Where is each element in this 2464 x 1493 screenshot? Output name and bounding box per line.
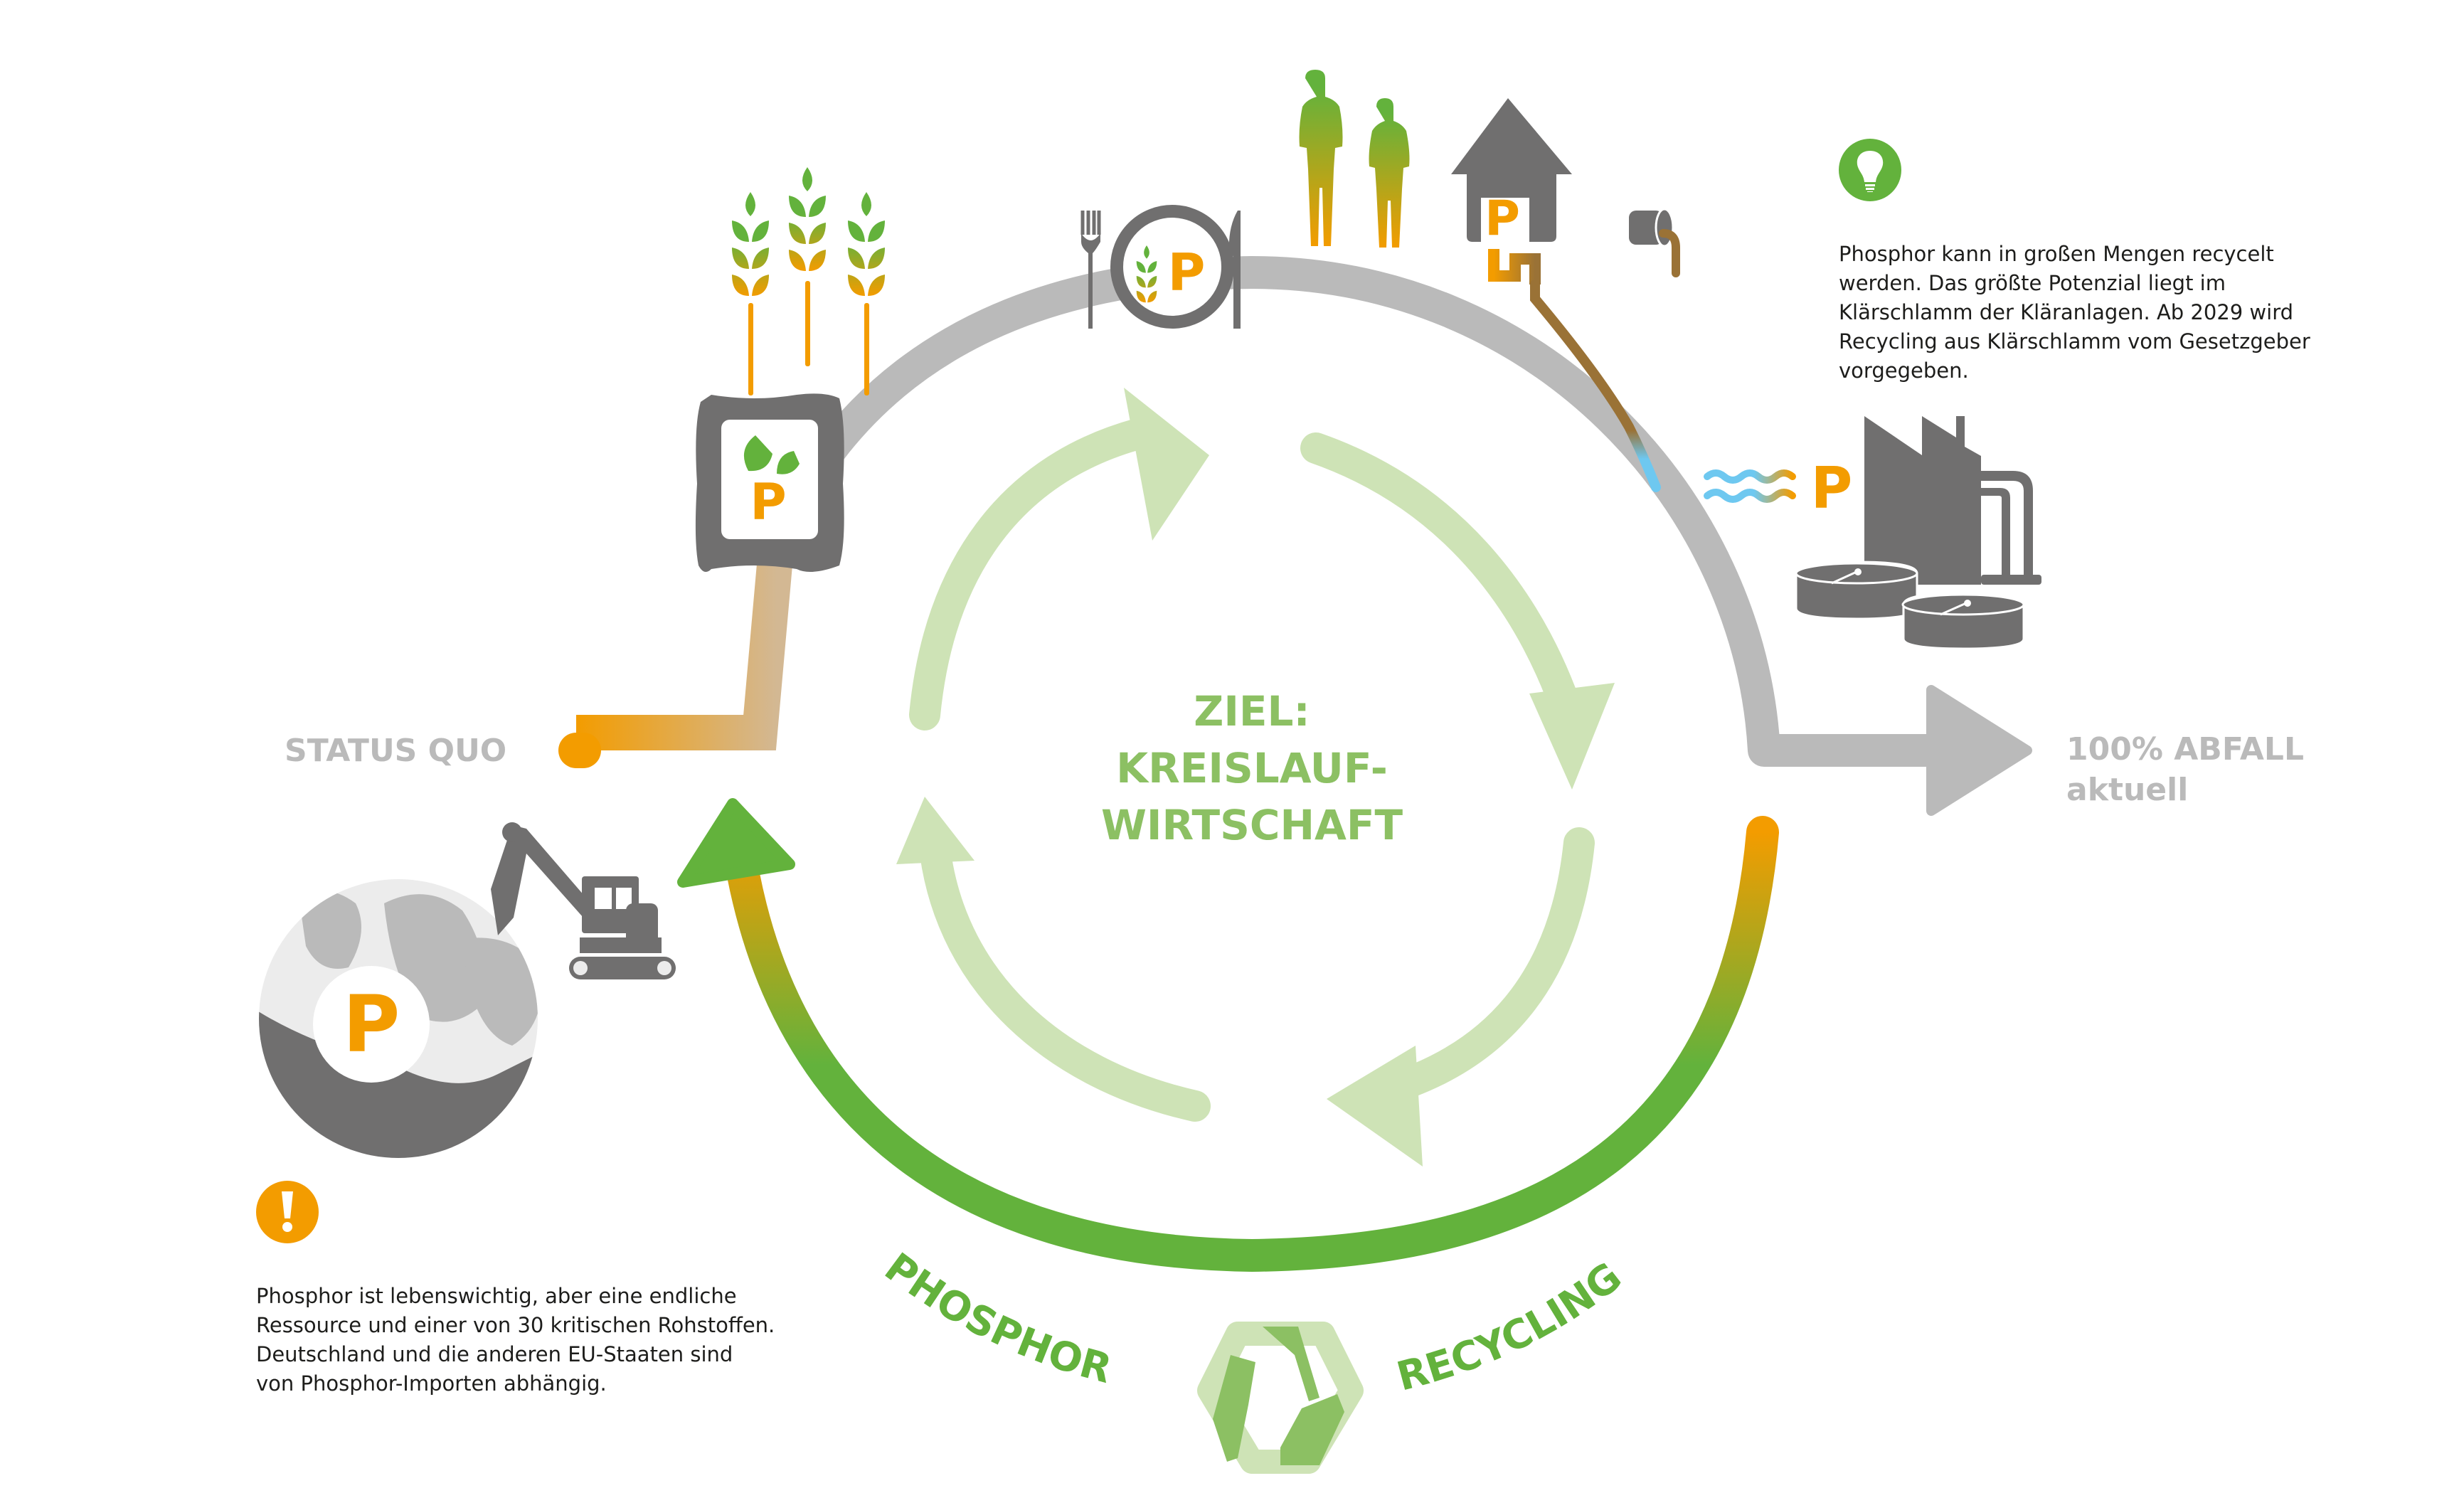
recycle-icon: [1197, 1322, 1364, 1474]
people-icon: [1299, 70, 1410, 248]
title-line-1: ZIEL:: [1194, 687, 1310, 735]
info-resource-text: Phosphor ist lebenswichtig, aber eine en…: [256, 1284, 775, 1396]
p-symbol: P: [1485, 191, 1520, 247]
inner-arrowhead: [896, 797, 975, 864]
p-symbol: P: [343, 979, 400, 1070]
p-symbol: P: [1168, 243, 1206, 302]
linear-flow-arc: [762, 256, 2032, 816]
title-line-3: WIRTSCHAFT: [1101, 801, 1403, 849]
page-title: ZIEL: KREISLAUF- WIRTSCHAFT: [1101, 687, 1403, 849]
recycling-label-right: RECYCLING: [1392, 1254, 1630, 1401]
title-line-2: KREISLAUF-: [1116, 744, 1388, 792]
p-symbol: P: [750, 473, 786, 531]
inner-arrow-top-left: [909, 418, 1154, 730]
info-recycling: Phosphor kann in großen Mengen recycelt …: [1839, 139, 2310, 386]
plate-cutlery-icon: P: [1080, 205, 1241, 329]
inner-arrow-top-right: [1300, 432, 1588, 741]
exclamation-icon: [256, 1181, 319, 1243]
inner-arrow-bottom-left: [920, 838, 1211, 1122]
inner-arrowhead: [1124, 388, 1209, 541]
wheat-icon: [732, 167, 885, 395]
inner-arrowhead: [1327, 1046, 1423, 1167]
sewage-plant-icon: [1795, 416, 2041, 650]
water-waves-icon: [1704, 469, 1796, 503]
recycling-arc: [677, 798, 1779, 1272]
globe-excavator-icon: P: [259, 822, 676, 1158]
drain-pipe-icon: [1629, 208, 1680, 277]
status-quo-flow: [558, 538, 795, 768]
info-resource: Phosphor ist lebenswichtig, aber eine en…: [256, 1181, 775, 1398]
info-recycling-text: Phosphor kann in großen Mengen recycelt …: [1839, 242, 2310, 383]
waste-arrow-head: [1926, 685, 2032, 816]
waste-sublabel: aktuell: [2066, 772, 2188, 808]
waste-label: 100% ABFALL: [2066, 731, 2304, 767]
inner-cycle-arrows: [896, 388, 1615, 1167]
recycling-arrow-head: [677, 798, 795, 888]
sludge-stream: [1530, 280, 1661, 492]
inner-arrow-bottom-right: [1364, 827, 1595, 1107]
p-symbol: P: [1811, 455, 1853, 521]
house-icon: P: [1451, 98, 1572, 285]
lightbulb-icon: [1839, 139, 1901, 201]
inner-arrowhead: [1529, 683, 1615, 790]
status-quo-label: STATUS QUO: [285, 733, 506, 769]
recycling-label-left: PHOSPHOR: [876, 1244, 1117, 1393]
fertilizer-sack-icon: P: [695, 393, 844, 572]
